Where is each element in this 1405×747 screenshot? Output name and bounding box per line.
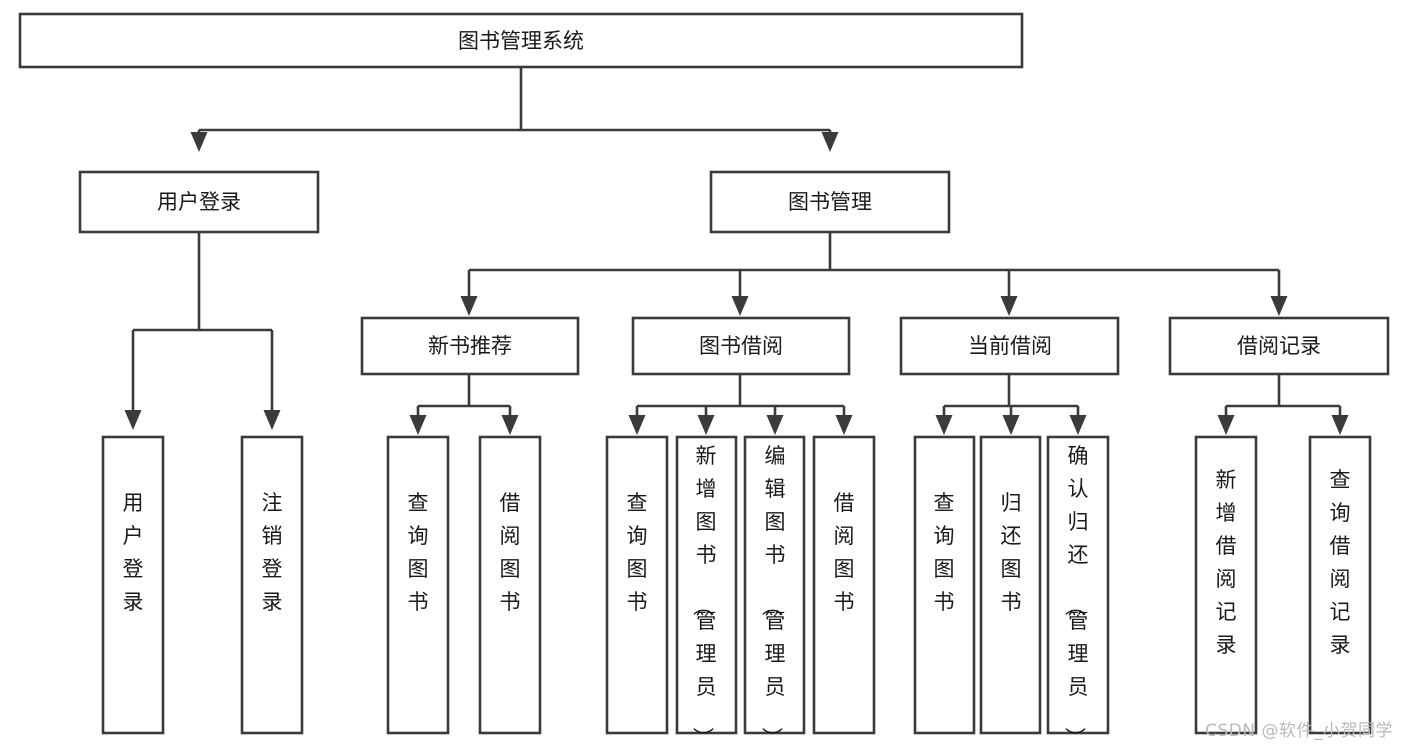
- node-book-borrow[interactable]: 图书借阅: [631, 316, 851, 376]
- arrow-bookmgmt-to-borrow: [731, 296, 749, 316]
- arrow-bookmgmt-to-record: [1270, 296, 1288, 316]
- node-book-borrow-box[interactable]: [631, 316, 851, 376]
- arrow-currentborrow-leaf-1: [935, 415, 953, 435]
- arrow-userlogin-leaf-2: [263, 410, 281, 430]
- leaf-current-borrow-2-label: 归还图书: [1001, 491, 1022, 614]
- node-root-box[interactable]: [18, 12, 1024, 69]
- leaf-user-login-1-box[interactable]: [101, 435, 165, 735]
- leaf-current-borrow-2-box[interactable]: [979, 435, 1042, 735]
- node-current-borrow-box[interactable]: [899, 316, 1120, 376]
- leaf-new-book-1-box[interactable]: [386, 435, 450, 735]
- connector-layer: [124, 67, 1349, 435]
- leaf-borrow-record-2[interactable]: 查询借阅记录: [1308, 435, 1372, 735]
- arrow-userlogin-leaf-1: [124, 410, 142, 430]
- arrow-currentborrow-leaf-2: [1002, 415, 1020, 435]
- arrow-newbook-leaf-2: [501, 415, 519, 435]
- leaf-user-login-2-box[interactable]: [240, 435, 304, 735]
- leaf-new-book-2[interactable]: 借阅图书: [478, 435, 542, 735]
- node-new-book-recommend-label: 新书推荐: [428, 334, 512, 358]
- node-current-borrow[interactable]: 当前借阅: [899, 316, 1120, 376]
- leaf-borrow-record-1[interactable]: 新增借阅记录: [1194, 435, 1258, 735]
- leaf-book-borrow-4-label: 借阅图书: [834, 491, 855, 614]
- leaf-new-book-2-label: 借阅图书: [500, 491, 521, 614]
- node-book-management[interactable]: 图书管理: [709, 170, 951, 234]
- leaf-book-borrow-4-box[interactable]: [812, 435, 876, 735]
- node-book-management-box[interactable]: [709, 170, 951, 234]
- node-root[interactable]: 图书管理系统: [18, 12, 1024, 69]
- leaf-new-book-1-label: 查询图书: [408, 491, 429, 614]
- leaf-book-borrow-2-box[interactable]: [675, 435, 738, 735]
- arrow-bookborrow-leaf-2: [697, 415, 715, 435]
- leaf-current-borrow-1[interactable]: 查询图书: [913, 435, 976, 735]
- arrow-bookmgmt-to-new-book: [460, 296, 478, 316]
- leaf-user-login-1-label: 用户登录: [123, 491, 144, 614]
- node-user-login[interactable]: 用户登录: [78, 170, 320, 234]
- leaf-current-borrow-1-label: 查询图书: [934, 491, 955, 614]
- leaf-new-book-1[interactable]: 查询图书: [386, 435, 450, 735]
- node-new-book-recommend[interactable]: 新书推荐: [360, 316, 580, 376]
- arrow-bookborrow-leaf-1: [628, 415, 646, 435]
- leaf-user-login-2[interactable]: 注销登录: [240, 435, 304, 735]
- leaf-book-borrow-3-label: 编辑图书（管理员）: [760, 444, 786, 747]
- arrow-bookborrow-leaf-4: [835, 415, 853, 435]
- leaf-borrow-record-1-label: 新增借阅记录: [1216, 468, 1237, 657]
- node-book-borrow-label: 图书借阅: [699, 334, 783, 358]
- leaf-book-borrow-3[interactable]: 编辑图书（管理员）: [743, 435, 806, 747]
- arrow-bookborrow-leaf-3: [766, 415, 784, 435]
- arrow-root-to-user-login: [190, 132, 208, 152]
- leaf-new-book-2-box[interactable]: [478, 435, 542, 735]
- arrow-borrowrecord-leaf-2: [1331, 415, 1349, 435]
- leaf-current-borrow-3-box[interactable]: [1046, 435, 1110, 735]
- node-new-book-recommend-box[interactable]: [360, 316, 580, 376]
- leaf-current-borrow-3[interactable]: 确认归还（管理员）: [1046, 435, 1110, 747]
- node-user-login-box[interactable]: [78, 170, 320, 234]
- leaf-book-borrow-1[interactable]: 查询图书: [605, 435, 669, 735]
- arrow-root-to-book-mgmt: [821, 132, 839, 152]
- node-current-borrow-label: 当前借阅: [968, 334, 1052, 358]
- leaf-current-borrow-2[interactable]: 归还图书: [979, 435, 1042, 735]
- leaf-user-login-2-label: 注销登录: [262, 491, 283, 614]
- arrow-newbook-leaf-1: [409, 415, 427, 435]
- node-root-label: 图书管理系统: [458, 29, 584, 53]
- leaf-user-login-1[interactable]: 用户登录: [101, 435, 165, 735]
- leaf-borrow-record-2-label: 查询借阅记录: [1330, 468, 1351, 657]
- arrow-bookmgmt-to-current: [1000, 296, 1018, 316]
- node-borrow-record[interactable]: 借阅记录: [1168, 316, 1390, 376]
- leaf-book-borrow-1-box[interactable]: [605, 435, 669, 735]
- node-book-management-label: 图书管理: [788, 190, 872, 214]
- leaf-book-borrow-4[interactable]: 借阅图书: [812, 435, 876, 735]
- leaf-borrow-record-1-box[interactable]: [1194, 435, 1258, 735]
- arrow-currentborrow-leaf-3: [1069, 415, 1087, 435]
- leaf-current-borrow-3-label: 确认归还（管理员）: [1063, 444, 1089, 747]
- leaf-book-borrow-3-box[interactable]: [743, 435, 806, 735]
- leaf-book-borrow-2[interactable]: 新增图书（管理员）: [675, 435, 738, 747]
- leaf-current-borrow-1-box[interactable]: [913, 435, 976, 735]
- leaf-book-borrow-2-label: 新增图书（管理员）: [691, 444, 717, 747]
- node-borrow-record-label: 借阅记录: [1237, 334, 1321, 358]
- node-user-login-label: 用户登录: [157, 190, 241, 214]
- node-borrow-record-box[interactable]: [1168, 316, 1390, 376]
- leaf-book-borrow-1-label: 查询图书: [627, 491, 648, 614]
- leaf-borrow-record-2-box[interactable]: [1308, 435, 1372, 735]
- arrow-borrowrecord-leaf-1: [1217, 415, 1235, 435]
